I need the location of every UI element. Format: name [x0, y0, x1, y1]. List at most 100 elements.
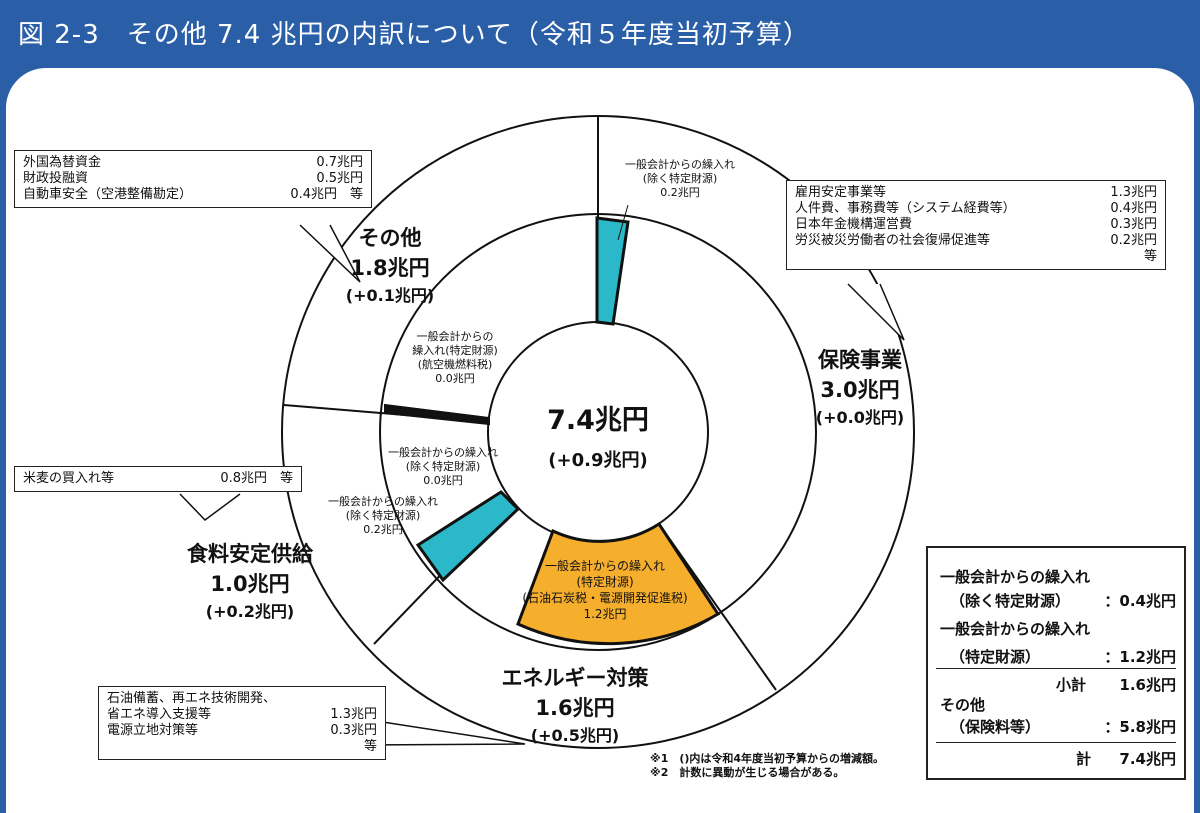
summary-line1-value: ：0.4兆円	[1104, 592, 1176, 610]
callout-row: 米麦の買入れ等 0.8兆円 等	[23, 471, 293, 487]
callout-amount: 1.3兆円	[1110, 185, 1157, 200]
footnote-1: ※1 ()内は令和4年度当初予算からの増減額。	[650, 752, 885, 765]
callout-tail-energy	[369, 719, 526, 746]
inner-label-line: 一般会計からの	[416, 330, 494, 343]
inner-label-line: (除く特定財源)	[642, 172, 718, 185]
footnotes: ※1 ()内は令和4年度当初予算からの増減額。 ※2 計数に異動が生じる場合があ…	[650, 752, 884, 780]
callout-energy: 石油備蓄、再エネ技術開発、 省エネ導入支援等 1.3兆円 電源立地対策等 0.3兆円…	[98, 686, 386, 760]
summary-divider	[936, 742, 1176, 743]
inner-label-line: (航空機燃料税)	[417, 358, 493, 371]
summary-line1: 一般会計からの繰入れ	[940, 568, 1091, 586]
callout-item: 石油備蓄、再エネ技術開発、	[107, 691, 277, 706]
segment-hoken-value: 3.0兆円	[820, 378, 900, 402]
inner-label-line: 0.2兆円	[363, 523, 403, 536]
segment-shokuryo-delta: (+0.2兆円)	[205, 602, 295, 621]
callout-row: 等	[795, 249, 1157, 265]
segment-shokuryo: 食料安定供給 1.0兆円 (+0.2兆円)	[170, 538, 330, 622]
summary-other-sub: （保険料等）	[950, 718, 1041, 736]
inner-label-line: 一般会計からの繰入れ	[328, 495, 438, 508]
callout-row: 電源立地対策等 0.3兆円	[107, 723, 377, 739]
segment-sonota: その他 1.8兆円 (+0.1兆円)	[320, 222, 460, 306]
callout-item: 電源立地対策等	[107, 723, 199, 738]
inner-label-line: 0.0兆円	[423, 474, 463, 487]
inner-label-shokuryo-a: 一般会計からの繰入れ (除く特定財源) 0.0兆円	[368, 446, 518, 488]
summary-line2: 一般会計からの繰入れ	[940, 620, 1091, 638]
callout-item: 人件費、事務費等（システム経費等）	[795, 201, 1016, 216]
callout-item: 省エネ導入支援等	[107, 707, 212, 722]
callout-amount: 0.8兆円 等	[220, 471, 293, 486]
segment-shokuryo-name: 食料安定供給	[187, 542, 313, 566]
callout-amount: 等	[1143, 249, 1157, 264]
callout-tail-shokuryo	[179, 493, 241, 521]
callout-row: 等	[107, 739, 377, 755]
summary-divider	[936, 668, 1176, 669]
callout-amount: 0.4兆円 等	[290, 187, 363, 202]
inner-label-hoken: 一般会計からの繰入れ (除く特定財源) 0.2兆円	[600, 158, 760, 200]
callout-item: 米麦の買入れ等	[23, 471, 115, 486]
summary-other-value: ：5.8兆円	[1104, 718, 1176, 736]
callout-row: 自動車安全（空港整備勘定） 0.4兆円 等	[23, 187, 363, 203]
callout-item: 財政投融資	[23, 171, 89, 186]
callout-tail-sonota	[299, 224, 361, 283]
summary-line2-label: （特定財源）	[950, 648, 1041, 666]
segment-sonota-delta: (+0.1兆円)	[345, 286, 435, 305]
sonota-transfer-wedge	[384, 403, 490, 426]
segment-hoken-delta: (+0.0兆円)	[815, 408, 905, 427]
segment-hoken: 保険事業 3.0兆円 (+0.0兆円)	[790, 344, 930, 428]
center-total-delta: (+0.9兆円)	[548, 450, 648, 471]
callout-amount: 0.5兆円	[316, 171, 363, 186]
inner-label-line: (特定財源)	[576, 575, 634, 589]
energy-transfer-wedge	[516, 521, 721, 646]
inner-label-line: 1.2兆円	[583, 607, 627, 621]
inner-label-line: 0.0兆円	[435, 372, 475, 385]
inner-label-line: (除く特定財源)	[405, 460, 481, 473]
inner-label-line: 一般会計からの繰入れ	[625, 158, 735, 171]
inner-label-line: (除く特定財源)	[345, 509, 421, 522]
summary-total-value: 7.4兆円	[1119, 750, 1176, 768]
segment-energy-name: エネルギー対策	[501, 666, 649, 690]
summary-line1-label: （除く特定財源）	[950, 592, 1071, 610]
segment-energy-value: 1.6兆円	[535, 696, 615, 720]
callout-item: 自動車安全（空港整備勘定）	[23, 187, 193, 202]
shokuryo-transfer-wedge	[415, 490, 521, 583]
callout-row: 省エネ導入支援等 1.3兆円	[107, 707, 377, 723]
callout-item: 労災被災労働者の社会復帰促進等	[795, 233, 991, 248]
summary-subtotal-value: 1.6兆円	[1119, 676, 1176, 694]
segment-energy: エネルギー対策 1.6兆円 (+0.5兆円)	[480, 662, 670, 746]
summary-box: 一般会計からの繰入れ （除く特定財源） ：0.4兆円 一般会計からの繰入れ （特…	[926, 546, 1186, 780]
segment-sonota-name: その他	[358, 226, 422, 250]
callout-amount: 0.3兆円	[330, 723, 377, 738]
callout-amount: 0.4兆円	[1110, 201, 1157, 216]
inner-label-line: 繰入れ(特定財源)	[412, 344, 498, 357]
callout-sonota: 外国為替資金 0.7兆円 財政投融資 0.5兆円 自動車安全（空港整備勘定） 0.4兆…	[14, 150, 372, 208]
callout-amount: 1.3兆円	[330, 707, 377, 722]
callout-amount: 0.2兆円	[1110, 233, 1157, 248]
callout-row: 外国為替資金 0.7兆円	[23, 155, 363, 171]
inner-label-line: 一般会計からの繰入れ	[544, 559, 665, 573]
summary-subtotal-label: 小計	[1056, 676, 1087, 694]
inner-label-line: 一般会計からの繰入れ	[388, 446, 498, 459]
inner-label-line: 0.2兆円	[660, 186, 700, 199]
inner-label-shokuryo-b: 一般会計からの繰入れ (除く特定財源) 0.2兆円	[308, 495, 458, 537]
callout-tail-hoken	[847, 283, 905, 341]
summary-line2-value: ：1.2兆円	[1104, 648, 1176, 666]
segment-hoken-name: 保険事業	[818, 348, 902, 372]
callout-row: 石油備蓄、再エネ技術開発、	[107, 691, 377, 707]
callout-amount: 0.7兆円	[316, 155, 363, 170]
header-bar: 図 2-3 その他 7.4 兆円の内訳について（令和５年度当初予算）	[0, 0, 1200, 68]
page-title: 図 2-3 その他 7.4 兆円の内訳について（令和５年度当初予算）	[18, 20, 810, 50]
inner-label-energy: 一般会計からの繰入れ (特定財源) (石油石炭税・電源開発促進税) 1.2兆円	[500, 558, 710, 622]
callout-amount: 等	[363, 739, 377, 754]
callout-item: 外国為替資金	[23, 155, 102, 170]
segment-energy-delta: (+0.5兆円)	[530, 726, 620, 745]
inner-label-line: (石油石炭税・電源開発促進税)	[522, 591, 688, 605]
inner-label-sonota: 一般会計からの 繰入れ(特定財源) (航空機燃料税) 0.0兆円	[400, 330, 510, 386]
footnote-2: ※2 計数に異動が生じる場合がある。	[650, 766, 845, 779]
center-total-value: 7.4兆円	[547, 405, 649, 436]
segment-sonota-value: 1.8兆円	[350, 256, 430, 280]
segment-shokuryo-value: 1.0兆円	[210, 572, 290, 596]
summary-total-label: 計	[1076, 750, 1092, 768]
